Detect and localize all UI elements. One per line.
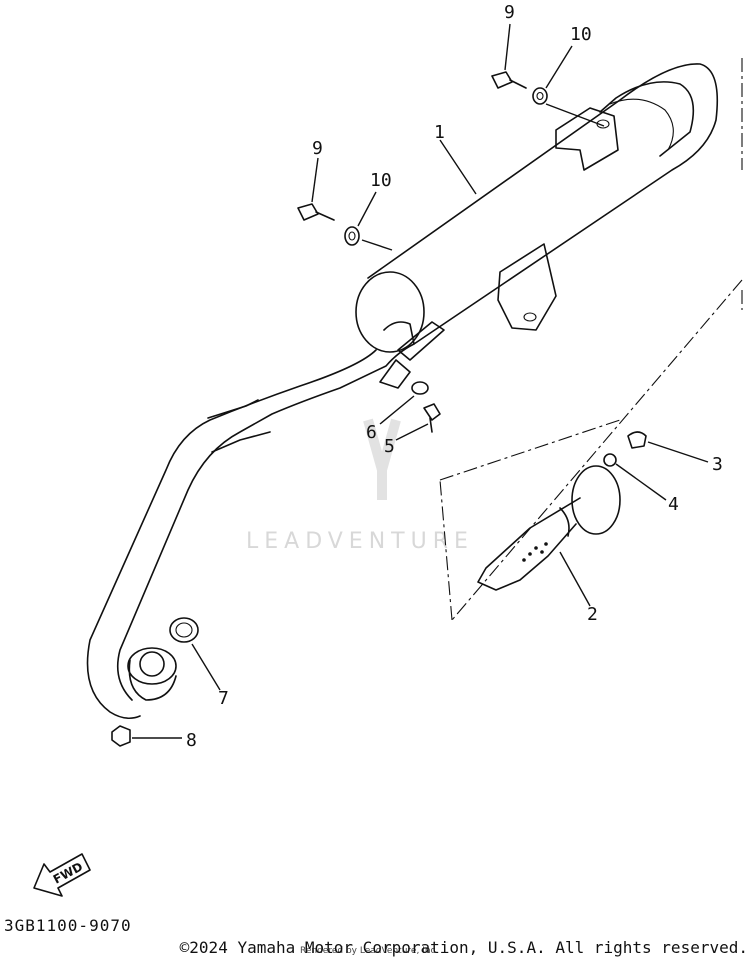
callout-9-lower: 9 — [312, 138, 323, 159]
washer-10-upper — [532, 87, 548, 105]
callout-10-upper: 10 — [570, 24, 592, 45]
bolt-9-lower — [297, 203, 335, 221]
assembly-boundary — [439, 58, 743, 621]
callout-8: 8 — [186, 730, 197, 751]
diagram-code: 3GB1100-9070 — [4, 916, 132, 935]
callout-9-upper: 9 — [504, 2, 515, 23]
bolt-5 — [423, 403, 441, 433]
spark-arrester — [477, 465, 621, 591]
callout-6: 6 — [366, 422, 377, 443]
render-credit: Rendered by LeadVenture, Inc. — [300, 946, 439, 956]
washer-10-lower — [344, 226, 360, 246]
leader-lines — [132, 23, 709, 739]
callout-3: 3 — [712, 454, 723, 475]
callout-4: 4 — [668, 494, 679, 515]
leadventure-watermark: LEADVENTURE — [246, 418, 474, 554]
nut-8 — [111, 725, 131, 747]
washer-4 — [603, 453, 617, 467]
watermark-text: LEADVENTURE — [246, 529, 474, 554]
callout-10-lower: 10 — [370, 170, 392, 191]
callout-2: 2 — [587, 604, 598, 625]
gasket-7 — [169, 617, 199, 643]
exhaust-pipe — [86, 321, 415, 720]
callout-1: 1 — [434, 122, 445, 143]
muffler — [355, 63, 719, 361]
washer-6 — [411, 381, 429, 395]
callouts: 9 10 9 10 1 6 5 3 4 2 7 8 — [186, 2, 723, 751]
callout-7: 7 — [218, 688, 229, 709]
callout-5: 5 — [384, 436, 395, 457]
bolt-9-upper — [491, 71, 527, 89]
copyright-notice: ©2024 Yamaha Motor Corporation, U.S.A. A… — [179, 938, 748, 957]
fwd-arrow-icon: FWD — [33, 853, 91, 897]
screw-3 — [627, 431, 647, 449]
